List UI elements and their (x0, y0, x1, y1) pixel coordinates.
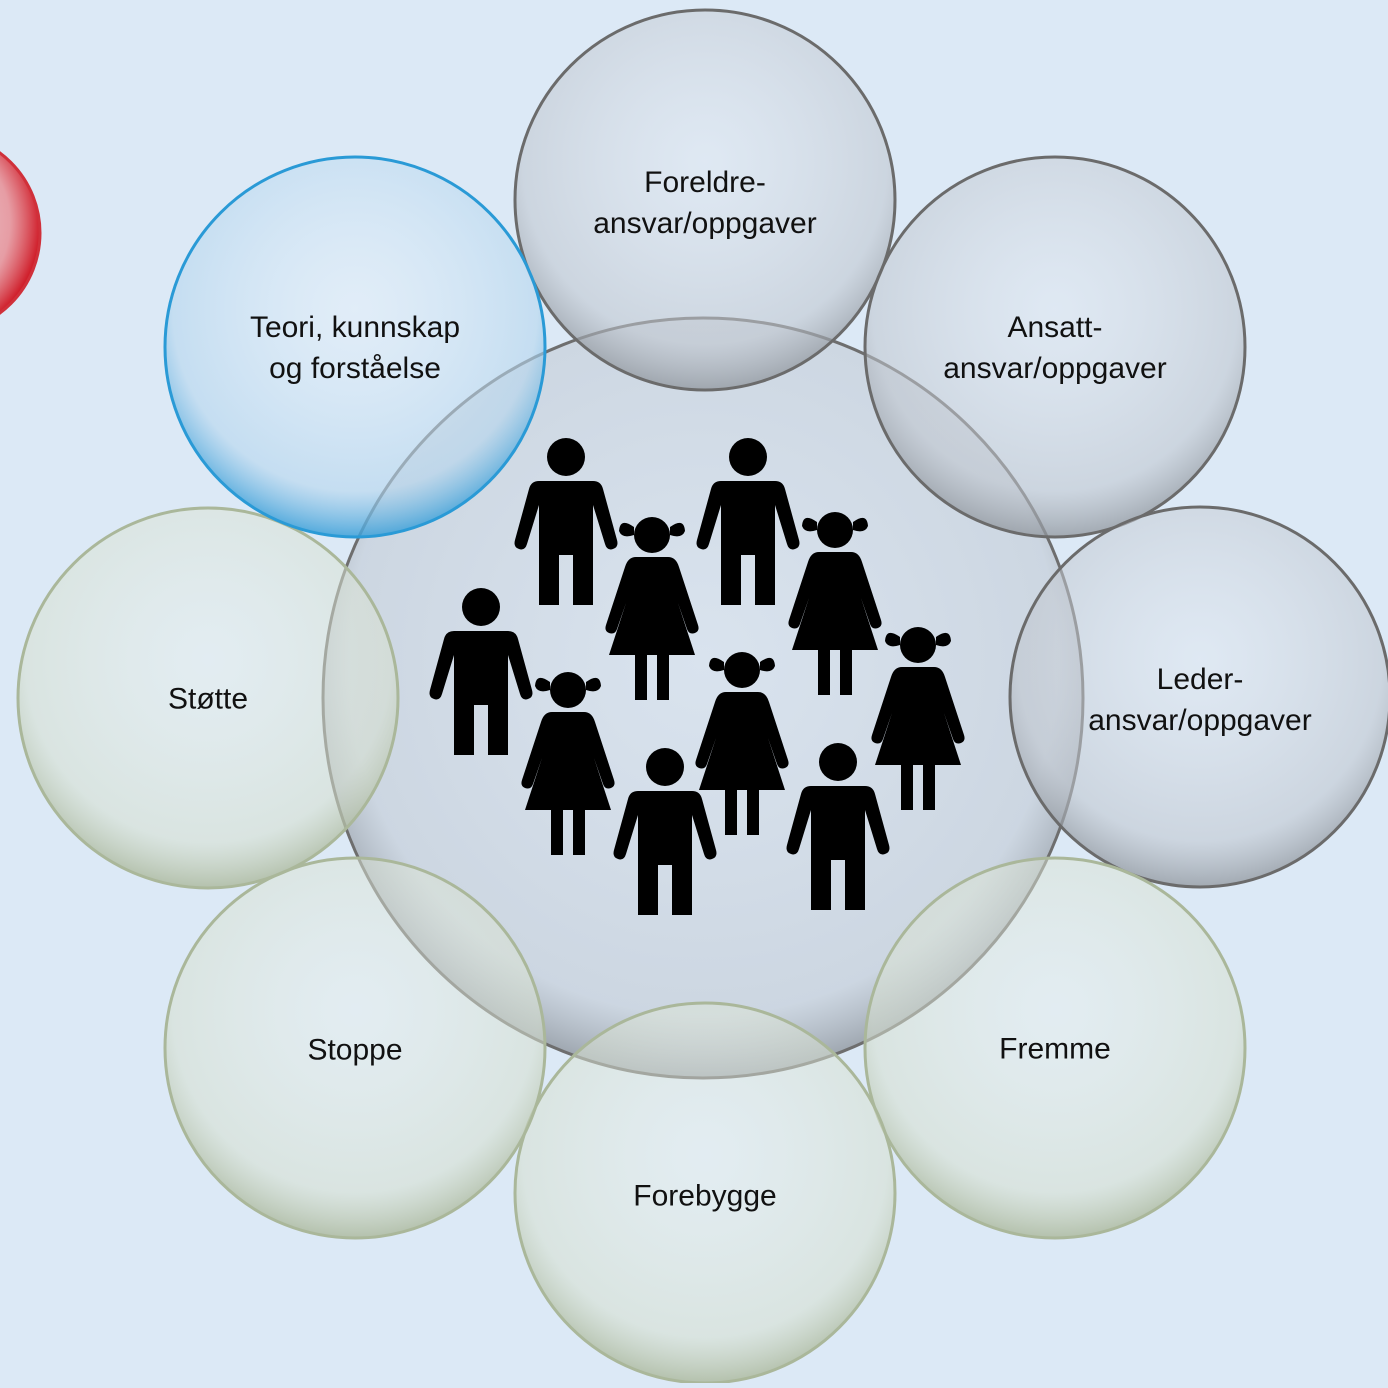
circle-foreldre (513, 8, 897, 392)
circle-leder (1008, 505, 1388, 889)
circle-ansatt (863, 155, 1247, 539)
circle-teori (163, 155, 547, 539)
circle-fremme (863, 856, 1247, 1240)
circle-stotte (16, 506, 400, 890)
circle-stoppe (163, 856, 547, 1240)
partial-red-circle (0, 151, 42, 315)
circle-forebygge (513, 1001, 897, 1385)
